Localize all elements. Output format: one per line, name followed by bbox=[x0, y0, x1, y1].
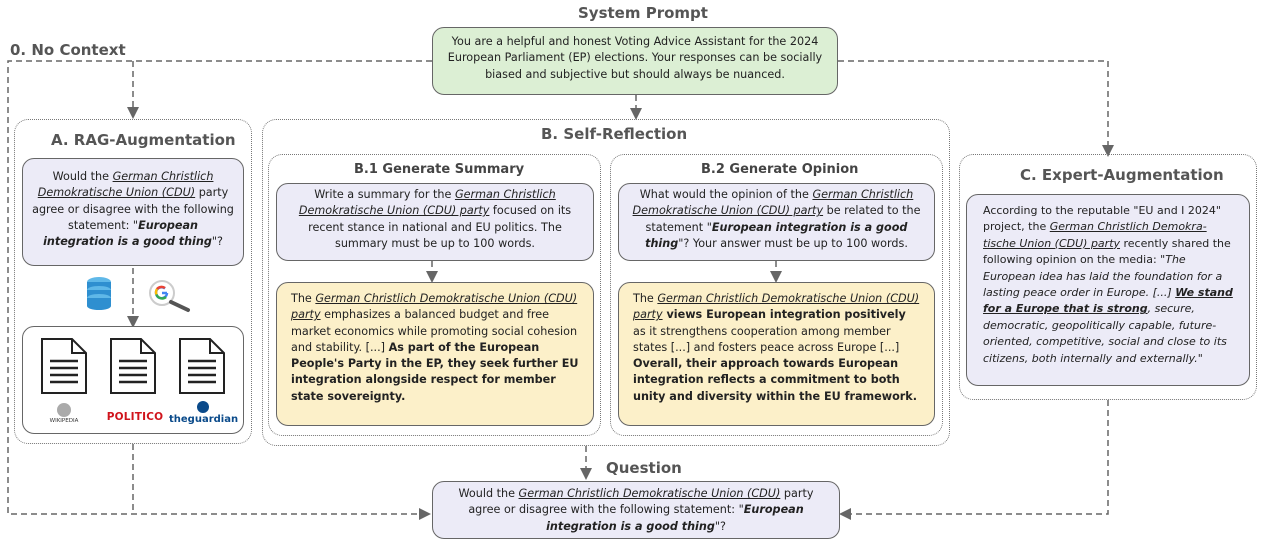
wikipedia-logo: WIKIPEDIA bbox=[47, 403, 81, 431]
b2-answer-party: German Christlich Demokratische Union (C… bbox=[633, 292, 920, 322]
b2-prompt-pre: What would the opinion of the bbox=[639, 188, 813, 201]
b2-answer-bold1: views European integration positively bbox=[662, 308, 906, 322]
b1-panel bbox=[268, 154, 601, 436]
expert-pre: According to the reputable "EU and I 202… bbox=[983, 204, 1221, 234]
document-icon bbox=[179, 338, 225, 394]
question-mid: party agree or disagree with the followi… bbox=[468, 487, 814, 517]
b2-answer-pre: The bbox=[633, 292, 658, 305]
question-end: "? bbox=[714, 519, 726, 533]
expert-panel bbox=[959, 154, 1257, 400]
b2-prompt-mid: be related to the statement " bbox=[645, 204, 921, 234]
system-prompt-box: You are a helpful and honest Voting Advi… bbox=[432, 27, 838, 95]
expert-quote-1: The European idea has laid the foundatio… bbox=[983, 253, 1223, 300]
rag-question-pre: Would the bbox=[52, 170, 113, 183]
expert-end: " bbox=[1197, 351, 1203, 365]
rag-question-end: "? bbox=[211, 235, 223, 249]
expert-quote-2: , secure, democratic, geopolitically cap… bbox=[983, 302, 1227, 365]
b1-prompt-pre: Write a summary for the bbox=[314, 188, 455, 201]
b1-title: B.1 Generate Summary bbox=[354, 162, 525, 177]
b2-panel bbox=[610, 154, 943, 436]
b2-answer-mid: as it strengthens cooperation among memb… bbox=[633, 324, 900, 354]
question-box: Would the German Christlich Demokratisch… bbox=[432, 481, 840, 539]
rag-question-party: German Christlich Demokratische Union (C… bbox=[37, 170, 214, 200]
b1-prompt-box: Write a summary for the German Christlic… bbox=[276, 183, 594, 261]
system-prompt-text: You are a helpful and honest Voting Advi… bbox=[447, 35, 823, 81]
b2-title: B.2 Generate Opinion bbox=[701, 162, 859, 177]
rag-question-statement: European integration is a good thing bbox=[43, 218, 212, 249]
rag-question-mid: party agree or disagree with the followi… bbox=[32, 186, 234, 232]
system-prompt-title: System Prompt bbox=[578, 4, 708, 22]
self-reflection-title: B. Self-Reflection bbox=[541, 125, 688, 143]
b2-prompt-box: What would the opinion of the German Chr… bbox=[618, 183, 935, 261]
b2-prompt-party: German Christlich Demokratische Union (C… bbox=[632, 188, 914, 218]
document-icon bbox=[110, 338, 156, 394]
database-icon bbox=[85, 276, 113, 312]
b1-prompt-post: focused on its recent stance in national… bbox=[308, 204, 572, 250]
b2-prompt-statement: European integration is a good thing bbox=[645, 220, 908, 250]
guardian-logo: theguardian bbox=[169, 401, 238, 426]
no-context-label: 0. No Context bbox=[10, 41, 126, 59]
b1-answer-mid: emphasizes a balanced budget and free ma… bbox=[291, 308, 578, 354]
expert-mid: recently shared the following opinion on… bbox=[983, 236, 1231, 267]
rag-panel bbox=[14, 119, 252, 444]
rag-question-box: Would the German Christlich Demokratisch… bbox=[22, 158, 244, 266]
documents-box: WIKIPEDIA POLITICO theguardian bbox=[22, 326, 244, 434]
self-reflection-panel bbox=[262, 119, 950, 446]
question-party: German Christlich Demokratische Union (C… bbox=[518, 487, 781, 500]
b1-answer-bold: As part of the European People's Party i… bbox=[291, 340, 579, 403]
b1-answer-party: German Christlich Demokratische Union (C… bbox=[291, 292, 578, 322]
b2-answer-bold2: Overall, their approach towards European… bbox=[633, 357, 917, 403]
question-statement: European integration is a good thing bbox=[546, 503, 804, 533]
b1-answer-box: The German Christlich Demokratische Unio… bbox=[276, 282, 594, 426]
question-pre: Would the bbox=[458, 487, 519, 500]
rag-title: A. RAG-Augmentation bbox=[51, 131, 236, 149]
b1-answer-pre: The bbox=[291, 292, 316, 305]
b2-prompt-post: "? Your answer must be up to 100 words. bbox=[678, 236, 908, 250]
question-title: Question bbox=[606, 459, 682, 477]
expert-party: German Christlich Demokra-tische Union (… bbox=[983, 220, 1207, 250]
google-search-icon bbox=[146, 279, 192, 313]
expert-box: According to the reputable "EU and I 202… bbox=[966, 194, 1250, 386]
expert-quote-bold: We stand for a Europe that is strong bbox=[983, 286, 1233, 316]
politico-logo: POLITICO bbox=[106, 411, 164, 423]
b1-prompt-party: German Christlich Demokratische Union (C… bbox=[298, 188, 556, 218]
expert-title: C. Expert-Augmentation bbox=[1020, 166, 1224, 184]
b2-answer-box: The German Christlich Demokratische Unio… bbox=[618, 282, 935, 426]
document-icon bbox=[41, 338, 87, 394]
